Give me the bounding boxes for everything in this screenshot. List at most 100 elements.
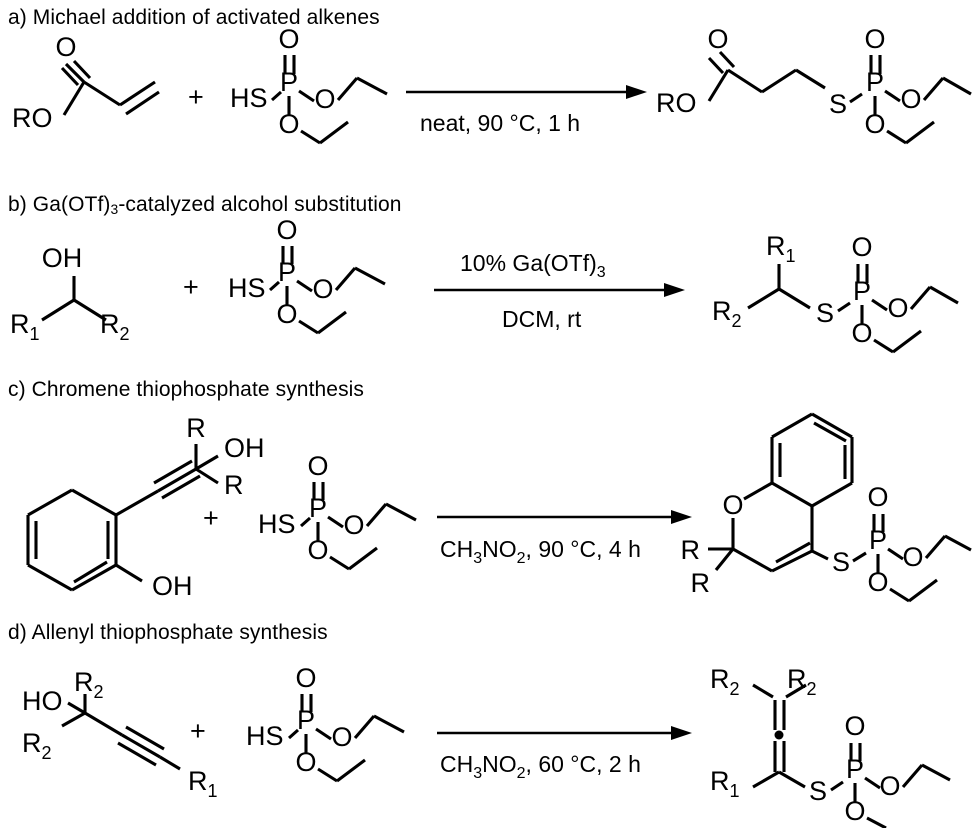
panel-a-title: a) Michael addition of activated alkenes bbox=[8, 6, 380, 29]
atom-label-OH-c: OH bbox=[224, 433, 265, 463]
cond-d-suffix: , 60 °C, 2 h bbox=[526, 751, 641, 777]
r2-sub: 2 bbox=[730, 679, 740, 699]
atom-label-O-double-a: O bbox=[278, 24, 299, 54]
atom-label-HO-d: HO bbox=[22, 686, 63, 716]
cond-c-sub1: 3 bbox=[473, 550, 482, 567]
atom-label-O-right-product-a: O bbox=[900, 84, 921, 114]
atom-label-O-double-c: O bbox=[307, 451, 328, 481]
r1-sub: 1 bbox=[30, 324, 40, 344]
r2-sub: 2 bbox=[807, 679, 817, 699]
atom-label-O-bottom-c: O bbox=[307, 535, 328, 565]
panel-d-product-allene: R2 R2 R1 S P O O O bbox=[710, 664, 951, 828]
atom-label-O-carbonyl: O bbox=[55, 32, 76, 62]
cond-d-prefix: CH bbox=[440, 751, 473, 777]
atom-label-O-bottom-a: O bbox=[278, 109, 299, 139]
atom-label-O-bottom-d: O bbox=[295, 747, 316, 777]
atom-label-R-bottom-c: R bbox=[224, 470, 244, 500]
cond-c-prefix: CH bbox=[440, 536, 473, 562]
conditions-b-top: 10% Ga(OTf)3 bbox=[460, 250, 606, 281]
panel-d-reagent-thiophosphate: HS P O O O bbox=[246, 663, 405, 783]
atom-label-R1-product-b: R1 bbox=[766, 231, 796, 266]
atom-label-O-right-product-c: O bbox=[902, 542, 923, 572]
r2-base: R bbox=[74, 667, 94, 697]
atom-label-O-bottom-product-c: O bbox=[867, 567, 888, 597]
atom-label-O-right-c: O bbox=[343, 510, 364, 540]
atom-label-O-bottom-product-d: O bbox=[844, 796, 865, 826]
atom-label-S-product-b: S bbox=[816, 298, 834, 328]
r2-sub: 2 bbox=[120, 324, 130, 344]
atom-label-O-carbonyl-product-a: O bbox=[707, 24, 728, 54]
atom-label-HS-b: HS bbox=[228, 273, 266, 303]
atom-label-OH-ring-c: OH bbox=[152, 571, 193, 601]
atom-label-O-double-product-d: O bbox=[844, 711, 865, 741]
reaction-arrow-a bbox=[406, 85, 647, 99]
panel-b-title-sub: 3 bbox=[110, 201, 119, 218]
panel-b-reactant-alcohol: OH R1 R2 bbox=[10, 243, 130, 344]
cond-c-sub2: 2 bbox=[517, 550, 526, 567]
atom-label-O-right-product-b: O bbox=[887, 293, 908, 323]
r1-sub: 1 bbox=[208, 781, 218, 801]
cond-b-top-prefix: 10% Ga(OTf) bbox=[460, 250, 597, 276]
panel-a-reagent-thiophosphate: HS P O O O bbox=[230, 24, 388, 145]
atom-label-P-a: P bbox=[280, 67, 298, 97]
reaction-arrow-d bbox=[437, 726, 692, 740]
panel-c-reagent-thiophosphate: HS P O O O bbox=[258, 451, 417, 571]
atom-label-S-product-c: S bbox=[832, 547, 850, 577]
panel-c-title: c) Chromene thiophosphate synthesis bbox=[8, 378, 365, 401]
atom-label-R1-product-d: R1 bbox=[710, 766, 740, 801]
atom-label-O-right-a: O bbox=[314, 84, 335, 114]
plus-sign-c: + bbox=[203, 503, 219, 533]
atom-label-R-bottom-product-c: R bbox=[691, 568, 711, 598]
atom-label-O-right-product-d: O bbox=[879, 771, 900, 801]
atom-label-O-pyran-c: O bbox=[722, 490, 743, 520]
atom-label-R-top-c: R bbox=[186, 413, 206, 443]
atom-label-S-product-a: S bbox=[829, 89, 847, 119]
atom-label-RO: RO bbox=[12, 103, 53, 133]
r1-base: R bbox=[766, 231, 786, 261]
r1-sub: 1 bbox=[730, 781, 740, 801]
atom-label-O-double-d: O bbox=[295, 663, 316, 693]
atom-label-P-b: P bbox=[278, 257, 296, 287]
atom-label-O-bottom-b: O bbox=[276, 299, 297, 329]
panel-d-reactant-propargyl-alcohol: HO R2 R2 R1 bbox=[22, 667, 218, 801]
atom-label-P-product-c: P bbox=[869, 525, 887, 555]
atom-label-O-right-d: O bbox=[331, 722, 352, 752]
atom-label-O-double-b: O bbox=[276, 215, 297, 245]
atom-label-O-bottom-product-a: O bbox=[864, 109, 885, 139]
r1-sub: 1 bbox=[786, 246, 796, 266]
atom-label-R1-b: R1 bbox=[10, 309, 40, 344]
panel-d-title: d) Allenyl thiophosphate synthesis bbox=[8, 621, 328, 644]
atom-label-R1-d: R1 bbox=[188, 766, 218, 801]
atom-label-P-d: P bbox=[297, 705, 315, 735]
cond-c-suffix: , 90 °C, 4 h bbox=[526, 536, 641, 562]
atom-label-R2-left-product-d: R2 bbox=[710, 664, 740, 699]
r2-base: R bbox=[22, 728, 42, 758]
atom-label-R2-b: R2 bbox=[100, 309, 130, 344]
allene-center-dot bbox=[774, 730, 784, 740]
atom-label-P-c: P bbox=[309, 493, 327, 523]
panel-a-product: RO O S P O O O bbox=[656, 24, 972, 145]
panel-b-title-prefix: b) Ga(OTf) bbox=[8, 193, 111, 216]
atom-label-OH-b: OH bbox=[42, 243, 83, 273]
conditions-b-bottom: DCM, rt bbox=[502, 306, 582, 332]
plus-sign-a: + bbox=[188, 82, 204, 112]
atom-label-P-product-d: P bbox=[846, 754, 864, 784]
r2-sub: 2 bbox=[732, 311, 742, 331]
r2-base: R bbox=[710, 664, 730, 694]
panel-b-title-suffix: -catalyzed alcohol substitution bbox=[118, 193, 402, 216]
panel-c-reactant-alkynyl-phenol: OH R OH R bbox=[26, 413, 265, 601]
atom-label-R2-bottom-d: R2 bbox=[22, 728, 52, 763]
conditions-c: CH3NO2, 90 °C, 4 h bbox=[440, 536, 641, 567]
conditions-d: CH3NO2, 60 °C, 2 h bbox=[440, 751, 641, 782]
atom-label-R-top-product-c: R bbox=[681, 535, 701, 565]
r2-sub: 2 bbox=[94, 682, 104, 702]
panel-c-product-chromene: O R R S P O O O bbox=[681, 412, 972, 603]
reaction-arrow-c bbox=[437, 510, 692, 524]
r1-base: R bbox=[10, 309, 30, 339]
r2-base: R bbox=[100, 309, 120, 339]
cond-d-sub1: 3 bbox=[473, 765, 482, 782]
plus-sign-b: + bbox=[183, 272, 199, 302]
